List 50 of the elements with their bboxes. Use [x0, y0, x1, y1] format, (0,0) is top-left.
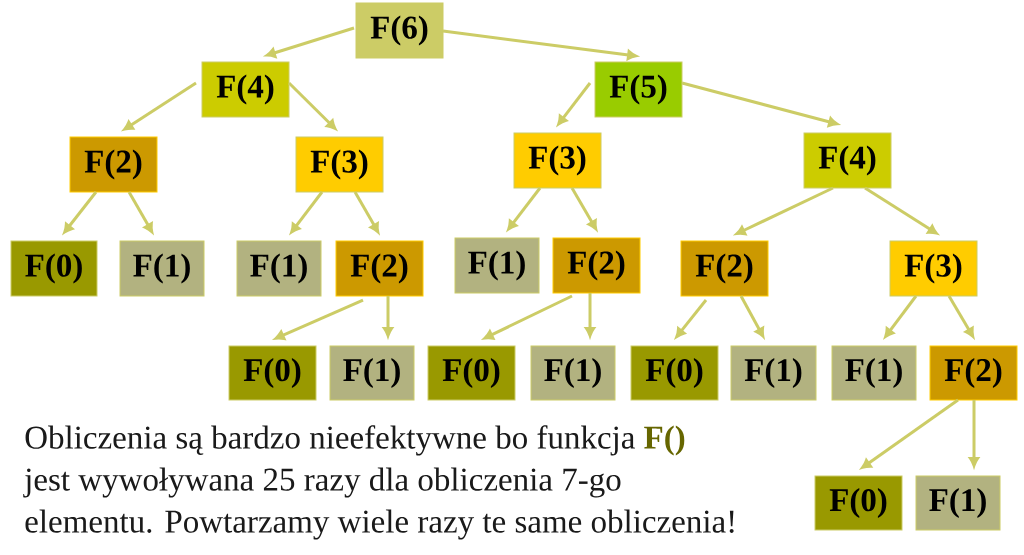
call-box: F(4) — [803, 132, 892, 189]
call-box: F(4) — [201, 61, 290, 118]
call-box: F(1) — [915, 475, 1001, 531]
call-box: F(1) — [454, 237, 540, 294]
call-box: F(1) — [530, 345, 616, 401]
call-box: F(1) — [831, 345, 917, 401]
call-box: F(3) — [889, 240, 978, 297]
call-box: F(5) — [594, 61, 683, 118]
call-box: F(1) — [329, 345, 415, 401]
call-box: F(0) — [10, 240, 98, 297]
arrow — [584, 293, 596, 338]
arrow — [483, 294, 573, 340]
arrow — [557, 82, 592, 126]
call-box: F(0) — [814, 475, 903, 531]
call-box: F(1) — [119, 240, 205, 297]
arrow — [127, 191, 154, 234]
call-box: F(2) — [335, 240, 424, 297]
call-box: F(0) — [427, 345, 516, 401]
call-box: F(2) — [929, 345, 1018, 401]
arrow — [274, 298, 364, 341]
call-box: F(0) — [228, 345, 317, 401]
arrow — [442, 29, 638, 61]
arrow — [861, 398, 959, 469]
arrow — [353, 191, 380, 234]
arrow — [287, 81, 337, 130]
arrow — [382, 296, 394, 338]
arrow — [265, 26, 355, 58]
call-box: F(0) — [630, 345, 719, 401]
call-box: F(3) — [295, 136, 384, 193]
arrow — [884, 295, 918, 339]
arrow — [290, 191, 324, 234]
call-box: F(1) — [236, 240, 322, 297]
arrow — [739, 295, 765, 338]
call-box: F(1) — [730, 345, 817, 401]
arrow — [63, 191, 98, 234]
arrow — [968, 400, 980, 468]
arrow — [947, 295, 975, 338]
arrow — [675, 299, 708, 339]
call-box: F(2) — [552, 237, 641, 294]
arrow — [735, 186, 834, 236]
call-box: F(2) — [680, 240, 769, 297]
call-box: F(2) — [69, 136, 158, 193]
arrow — [570, 187, 598, 231]
arrow — [123, 81, 197, 131]
caption-text: Obliczenia są bardzo nieefektywne bo funkcja F() jest wywoływana 25 razy dla obliczenia 7-go elementu. Powtarzamy wiele razy te same obliczenia! — [23, 425, 734, 540]
arrow — [681, 81, 839, 128]
arrow — [864, 186, 938, 235]
call-box: F(3) — [513, 132, 602, 189]
arrow — [507, 187, 542, 231]
call-box: F(6) — [355, 2, 444, 59]
